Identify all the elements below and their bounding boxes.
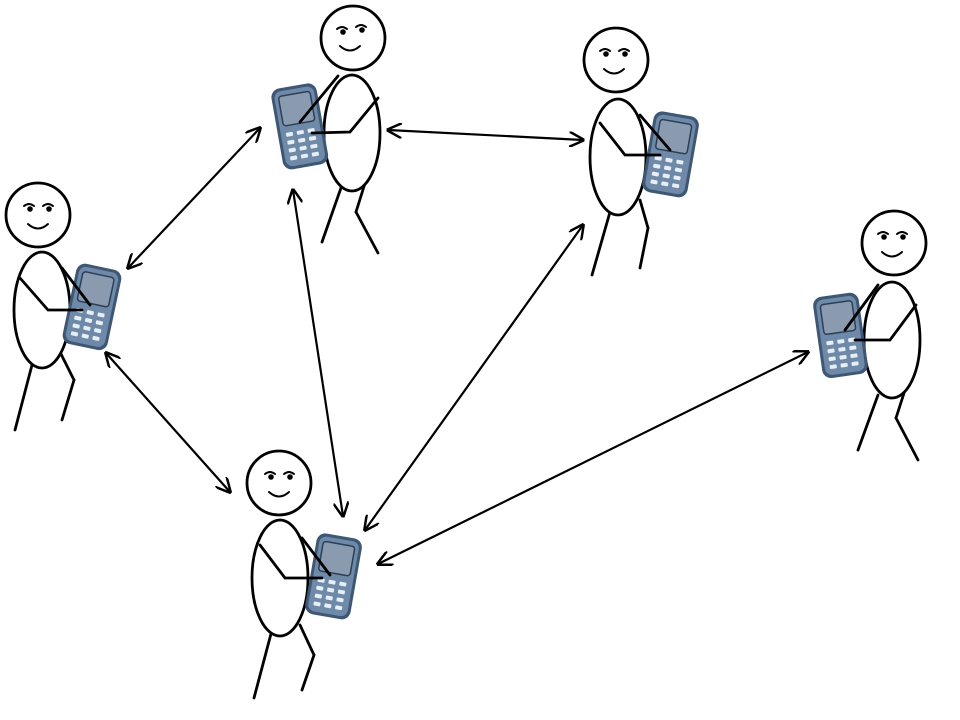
face (336, 24, 367, 52)
face (23, 203, 54, 230)
link-a-b (388, 130, 583, 140)
phone-icon (642, 111, 699, 198)
person-b (582, 26, 699, 277)
face (877, 231, 908, 258)
link-d-e (378, 352, 808, 564)
link-c-d (106, 353, 230, 492)
phone-icon (62, 263, 122, 351)
person-c (4, 181, 122, 432)
face (264, 471, 295, 498)
phone-icon (305, 533, 362, 620)
link-a-d (293, 190, 343, 516)
face (599, 48, 630, 75)
person-d (245, 449, 362, 700)
person-a (271, 4, 387, 255)
person-e (813, 209, 928, 462)
links-layer (106, 128, 808, 564)
phone-icon (813, 292, 868, 379)
link-a-c (128, 128, 260, 268)
link-b-d (365, 225, 583, 530)
